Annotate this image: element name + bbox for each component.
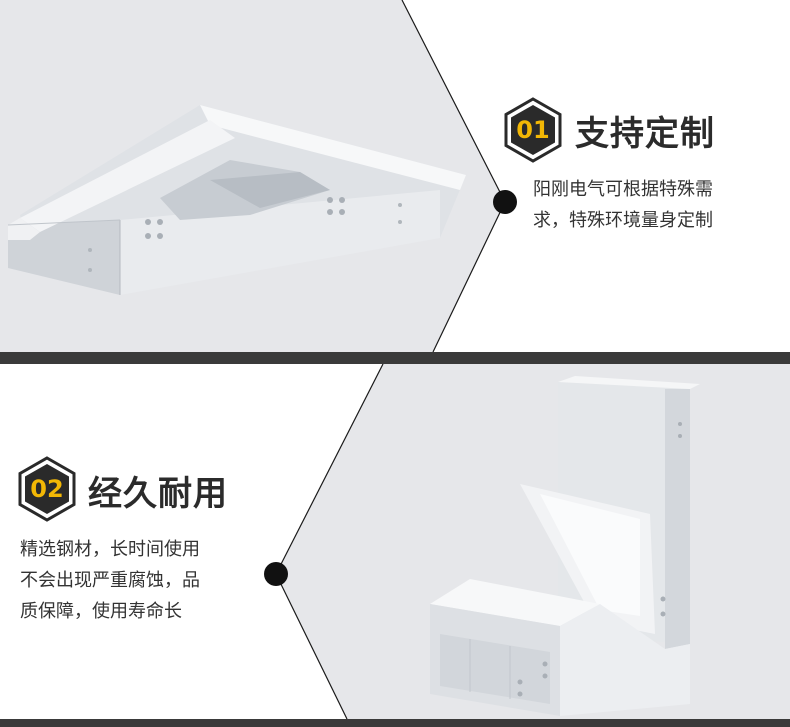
section-number-badge: 02 bbox=[17, 456, 77, 522]
hexagon-badge-icon bbox=[504, 97, 562, 163]
cable-tray-vertical-elbow-image bbox=[430, 376, 700, 716]
section-title: 支持定制 bbox=[575, 114, 715, 154]
feature-panel-durability: 02 经久耐用 精选钢材，长时间使用 不会出现严重腐蚀，品 质保障，使用寿命长 bbox=[0, 364, 790, 719]
panel-background bbox=[0, 0, 790, 352]
bullet-dot bbox=[264, 562, 288, 586]
cable-tray-elbow-image bbox=[7, 105, 466, 295]
description-line: 精选钢材，长时间使用 bbox=[20, 539, 200, 560]
description-line: 阳刚电气可根据特殊需 bbox=[533, 179, 713, 200]
description-line: 求，特殊环境量身定制 bbox=[533, 210, 713, 231]
section-title: 经久耐用 bbox=[88, 474, 228, 514]
section-description: 精选钢材，长时间使用 不会出现严重腐蚀，品 质保障，使用寿命长 bbox=[20, 534, 200, 627]
section-description: 阳刚电气可根据特殊需 求，特殊环境量身定制 bbox=[533, 174, 713, 236]
feature-panel-customization: 01 支持定制 阳刚电气可根据特殊需 求，特殊环境量身定制 bbox=[0, 0, 790, 352]
panel-background bbox=[0, 364, 790, 719]
section-number-badge: 01 bbox=[503, 97, 563, 163]
section-number: 02 bbox=[30, 475, 64, 503]
section-divider bbox=[0, 719, 790, 727]
section-divider bbox=[0, 352, 790, 364]
bullet-dot bbox=[493, 190, 517, 214]
description-line: 质保障，使用寿命长 bbox=[20, 601, 182, 622]
hexagon-badge-icon bbox=[18, 456, 76, 522]
section-number: 01 bbox=[516, 116, 550, 144]
description-line: 不会出现严重腐蚀，品 bbox=[20, 570, 200, 591]
